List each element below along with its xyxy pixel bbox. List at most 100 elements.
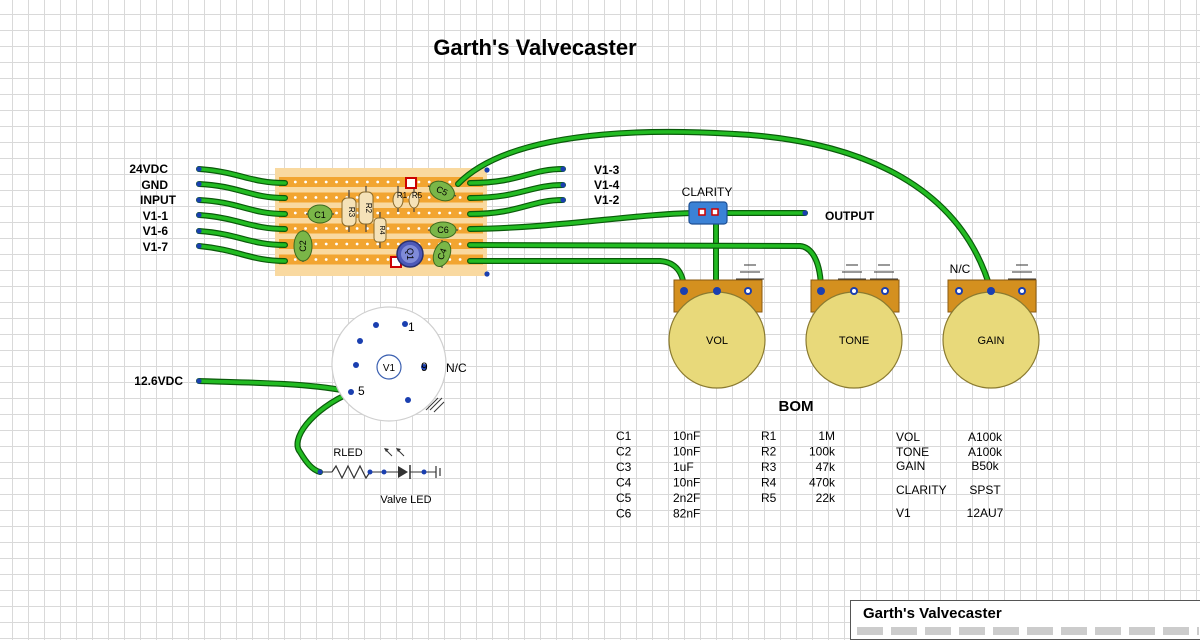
pot-tone: TONE — [805, 279, 903, 389]
strip-hole — [335, 242, 338, 246]
valve-socket: V1 1 5 9 N/C — [331, 306, 467, 422]
bom-ref: CLARITY — [896, 483, 947, 497]
wire — [197, 379, 354, 394]
c2-label: C2 — [298, 240, 308, 252]
bom-value: 2n2F — [673, 491, 700, 505]
pin5-label: 5 — [358, 384, 365, 398]
bom-value: SPST — [969, 483, 1001, 497]
strip-hole — [417, 211, 421, 215]
r4-label: R4 — [378, 226, 385, 235]
strip-hole — [448, 211, 452, 215]
q1-label: Q1 — [405, 248, 415, 260]
c1-label: C1 — [314, 210, 326, 220]
wire-end — [196, 243, 202, 249]
pin1-label: 1 — [408, 320, 415, 334]
strip-hole — [458, 196, 462, 199]
wire-end — [196, 197, 202, 203]
board-components: R3 R2 R4 R1 R5 C1 — [293, 177, 458, 268]
bom-value: B50k — [971, 459, 999, 473]
bom-ref: V1 — [896, 506, 911, 520]
rled-label: RLED — [333, 447, 362, 459]
strip-hole — [345, 258, 349, 261]
r3-label: R3 — [347, 207, 356, 218]
strip-hole — [335, 180, 338, 184]
left-labels: 24VDC GND INPUT V1-1 V1-6 V1-7 — [129, 162, 176, 254]
strip-hole — [324, 242, 328, 246]
strip-hole — [335, 227, 338, 230]
bom-ref: C1 — [616, 429, 632, 443]
strip-hole — [396, 227, 400, 230]
valve-pin — [373, 322, 379, 328]
valve-pin — [402, 321, 408, 327]
bom-ref: R4 — [761, 476, 777, 490]
strip-hole — [304, 180, 307, 184]
wire-end — [196, 166, 202, 172]
strip-hole — [293, 196, 297, 199]
strip-hole — [427, 258, 431, 261]
wire — [468, 243, 823, 293]
pin9-label: 9 — [421, 360, 428, 374]
copper-strip — [279, 177, 483, 187]
wire — [197, 167, 287, 185]
strip-hole — [355, 258, 359, 261]
strip-hole — [314, 196, 318, 199]
bom-value: 22k — [816, 491, 836, 505]
valve-pin — [405, 397, 411, 403]
capacitor-c4: C4 — [432, 240, 452, 268]
bom-ref: C4 — [616, 476, 632, 490]
bom-ref: R5 — [761, 491, 777, 505]
label-v1-6: V1-6 — [143, 224, 169, 238]
wire-end — [196, 228, 202, 234]
wire — [456, 130, 993, 293]
strip-hole — [366, 227, 369, 230]
label-v1-2: V1-2 — [594, 193, 620, 207]
strip-hole — [458, 258, 462, 261]
wire-end — [196, 181, 202, 187]
bom-value: 47k — [816, 460, 836, 474]
label-24vdc: 24VDC — [129, 162, 168, 176]
valve-label: V1 — [383, 363, 396, 374]
copper-strip — [279, 254, 483, 265]
r2-label: R2 — [364, 203, 373, 214]
strip-hole — [458, 211, 462, 215]
pot-gain: GAIN — [942, 279, 1040, 389]
bom-value: A100k — [968, 445, 1003, 459]
bom-ref: TONE — [896, 445, 929, 459]
strip-hole — [386, 180, 390, 184]
strip-hole — [386, 242, 390, 246]
bom-value: 82nF — [673, 507, 700, 521]
title-block-title: Garth's Valvecaster — [863, 605, 1002, 622]
strip-hole — [376, 180, 380, 184]
strip-hole — [304, 196, 307, 199]
bom-ref: C3 — [616, 460, 632, 474]
capacitor-c1: C1 — [306, 204, 334, 224]
switch-body — [688, 201, 728, 225]
strip-hole — [335, 211, 338, 215]
wire — [468, 211, 702, 231]
strip-hole — [427, 180, 431, 184]
rled-resistor — [331, 464, 371, 480]
r1-label: R1 — [397, 191, 408, 200]
diagram-title: Garth's Valvecaster — [433, 35, 637, 60]
strip-hole — [458, 227, 462, 230]
strip-hole — [417, 227, 421, 230]
gain-nc-label: N/C — [950, 262, 971, 276]
copper-strip — [279, 239, 483, 249]
wire — [197, 229, 287, 247]
strip-hole — [314, 258, 318, 261]
bom-ref: R1 — [761, 429, 777, 443]
wire — [197, 182, 287, 200]
c6-label: C6 — [437, 225, 449, 235]
wire — [468, 183, 565, 200]
strip-hole — [314, 180, 318, 184]
switch-pad — [711, 208, 719, 216]
strip-hole — [355, 196, 359, 199]
strip-hole — [376, 211, 380, 215]
bom-value: 10nF — [673, 445, 700, 459]
strip-hole — [324, 258, 328, 261]
strip-hole — [366, 258, 369, 261]
label-v1-1: V1-1 — [143, 209, 169, 223]
strip-hole — [396, 242, 400, 246]
wire-end — [560, 197, 566, 203]
